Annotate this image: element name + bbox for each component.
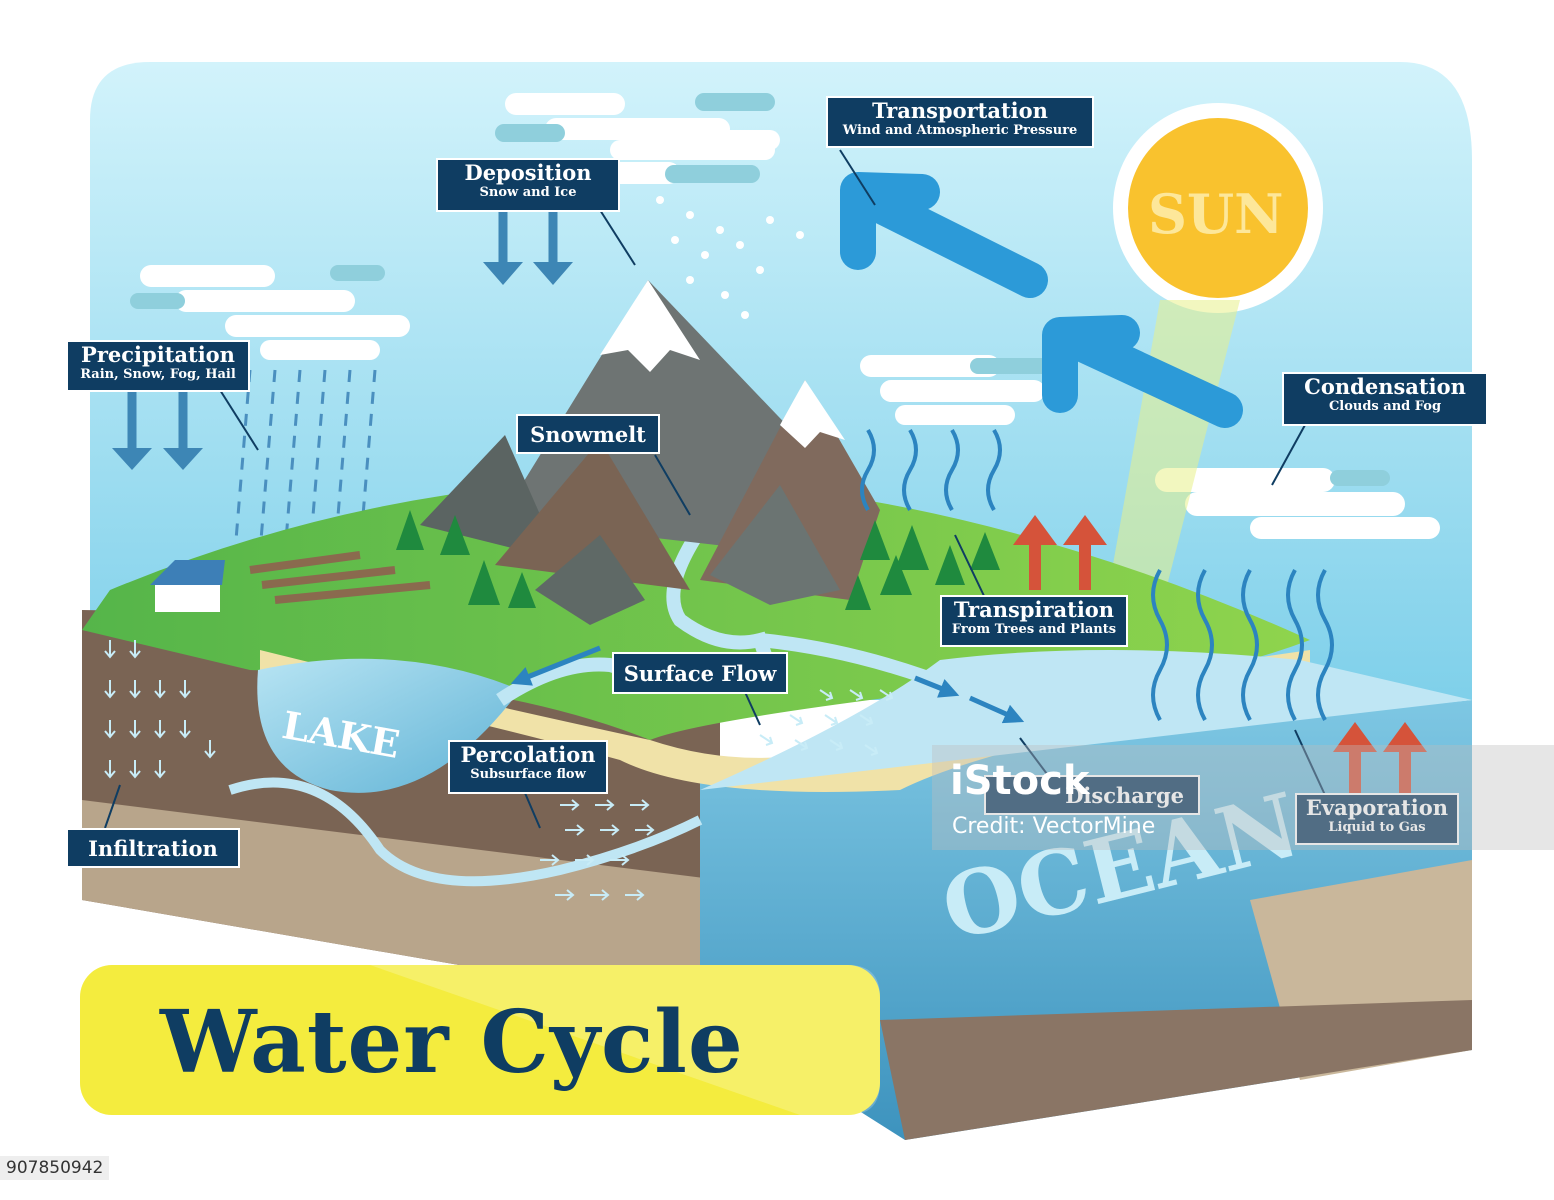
label-precipitation: Precipitation Rain, Snow, Fog, Hail xyxy=(66,340,250,392)
label-deposition-subtitle: Snow and Ice xyxy=(438,185,618,201)
label-deposition: Deposition Snow and Ice xyxy=(436,158,620,212)
page-title: Water Cycle xyxy=(160,992,744,1093)
label-transpiration: Transpiration From Trees and Plants xyxy=(940,595,1128,647)
label-precipitation-subtitle: Rain, Snow, Fog, Hail xyxy=(68,367,248,383)
label-percolation-title: Percolation xyxy=(450,742,606,767)
label-percolation-subtitle: Subsurface flow xyxy=(450,767,606,783)
label-infiltration-title: Infiltration xyxy=(68,836,238,861)
label-condensation-title: Condensation xyxy=(1284,374,1486,399)
watermark-credit: Credit: VectorMine xyxy=(952,814,1155,839)
watermark-brand: iStock xyxy=(950,758,1089,804)
label-transportation-subtitle: Wind and Atmospheric Pressure xyxy=(828,123,1092,139)
label-transportation-title: Transportation xyxy=(828,98,1092,123)
label-transpiration-subtitle: From Trees and Plants xyxy=(942,622,1126,638)
label-infiltration: Infiltration xyxy=(66,828,240,868)
sun-label: SUN xyxy=(1148,182,1283,246)
label-surface-flow: Surface Flow xyxy=(612,652,788,694)
label-condensation: Condensation Clouds and Fog xyxy=(1282,372,1488,426)
label-surface-flow-title: Surface Flow xyxy=(614,661,786,686)
label-precipitation-title: Precipitation xyxy=(68,342,248,367)
label-transpiration-title: Transpiration xyxy=(942,597,1126,622)
label-snowmelt-title: Snowmelt xyxy=(518,422,658,447)
label-condensation-subtitle: Clouds and Fog xyxy=(1284,399,1486,415)
image-id: 907850942 xyxy=(0,1156,109,1180)
label-transportation: Transportation Wind and Atmospheric Pres… xyxy=(826,96,1094,148)
label-percolation: Percolation Subsurface flow xyxy=(448,740,608,794)
label-snowmelt: Snowmelt xyxy=(516,414,660,454)
label-deposition-title: Deposition xyxy=(438,160,618,185)
ground-right-base xyxy=(880,1000,1472,1140)
